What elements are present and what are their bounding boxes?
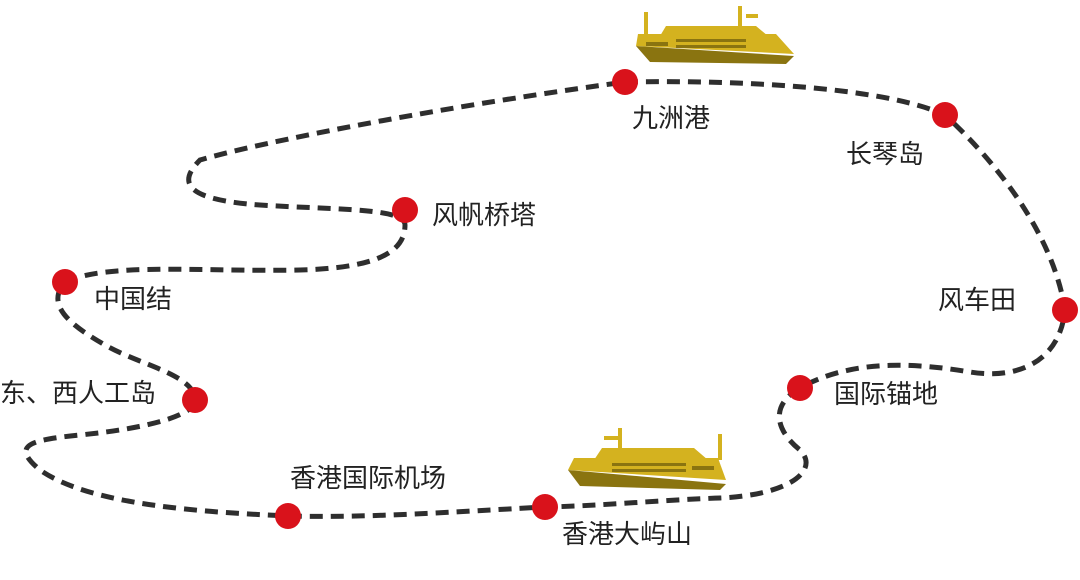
stop-label-artificial: 东、西人工岛 — [0, 379, 157, 409]
stop-marker-dayushan[interactable] — [532, 494, 558, 520]
stop-label-zhongguojie: 中国结 — [94, 285, 173, 315]
stop-label-guojimaodi: 国际锚地 — [834, 380, 939, 410]
stop-label-changqin: 长琴岛 — [846, 140, 925, 170]
stop-marker-artificial[interactable] — [182, 387, 208, 413]
ferry-icon — [636, 6, 794, 64]
stop-label-dayushan: 香港大屿山 — [562, 520, 693, 550]
stop-label-fengchetian: 风车田 — [938, 286, 1017, 316]
stop-marker-guojimaodi[interactable] — [787, 375, 813, 401]
stop-label-fengfan: 风帆桥塔 — [432, 201, 537, 231]
stop-label-airport: 香港国际机场 — [290, 464, 447, 494]
stop-marker-airport[interactable] — [275, 503, 301, 529]
ferry-icon — [568, 428, 726, 490]
stop-marker-fengfan[interactable] — [392, 197, 418, 223]
stop-marker-jiuzhou[interactable] — [612, 69, 638, 95]
stop-marker-changqin[interactable] — [932, 102, 958, 128]
stop-label-jiuzhou: 九洲港 — [632, 104, 711, 134]
stop-marker-zhongguojie[interactable] — [52, 269, 78, 295]
ferry-route-line — [23, 79, 1068, 519]
stop-marker-fengchetian[interactable] — [1052, 297, 1078, 323]
